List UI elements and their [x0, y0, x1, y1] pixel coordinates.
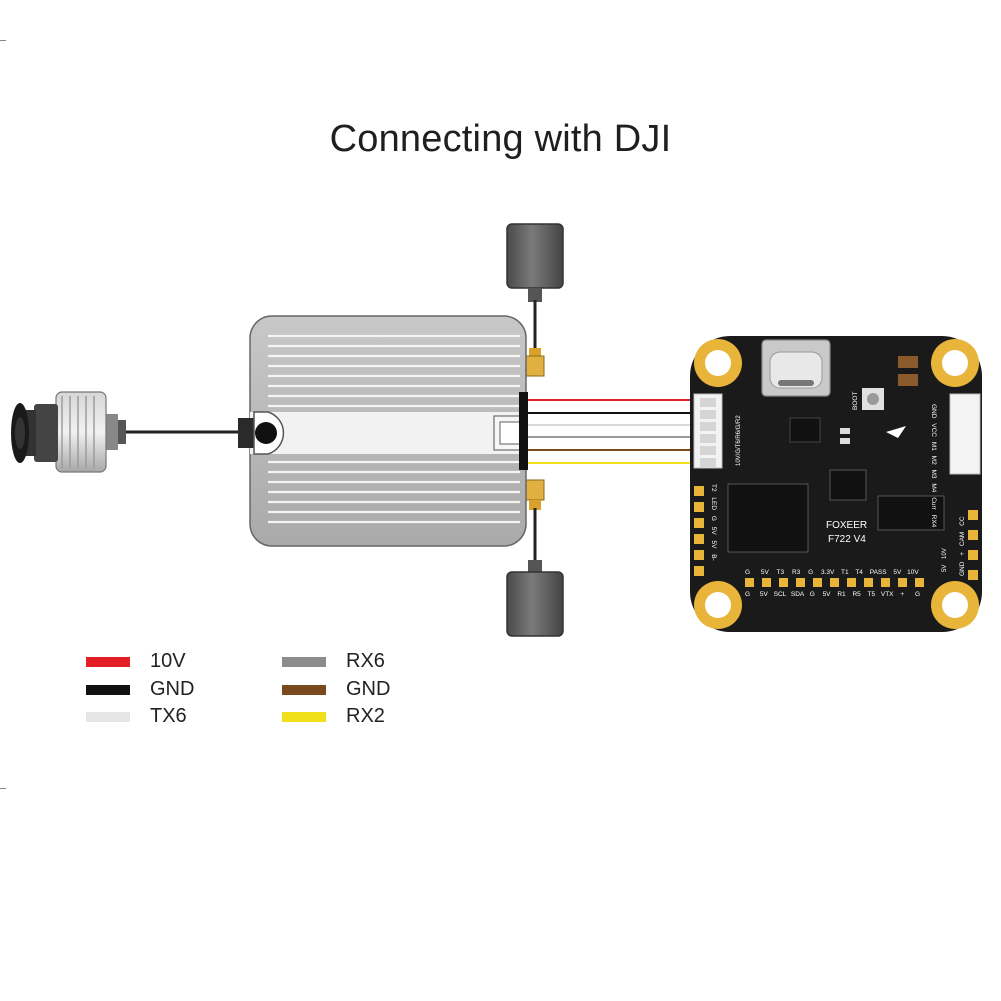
legend-label: GND — [346, 678, 391, 700]
edge-tick-bottom — [0, 788, 6, 789]
wire-harness — [528, 399, 700, 464]
top-row-labels: G 5V T3 R3 G 3.3V T1 T4 PASS 5V 10V — [745, 569, 919, 576]
board-model: F722 V4 — [828, 534, 866, 545]
left-pin-labels: T2 LED G 5V 5V B- — [710, 484, 717, 561]
legend-swatch — [86, 685, 130, 695]
legend-swatch — [282, 685, 326, 695]
air-unit — [238, 315, 528, 547]
legend-label: 10V — [150, 650, 186, 672]
boot-label: BOOT — [852, 392, 859, 410]
legend-swatch — [282, 712, 326, 722]
legend-swatch — [282, 657, 326, 667]
bottom-antenna — [506, 479, 564, 637]
right-pin-labels: GND VCC M1 M2 M3 M4 Curr RX4 — [930, 404, 937, 528]
connector-label: 10V/G/T6/R6/G/R2 — [736, 415, 742, 466]
legend-label: TX6 — [150, 705, 187, 727]
bottom-row-labels: G 5V SCL SDA G 5V R1 R5 T5 VTX + G — [745, 591, 920, 598]
mounting-holes — [694, 339, 979, 629]
flight-controller: BOOT FOXEER F722 V4 10V/G/T6/R6/G/R2 G — [690, 336, 982, 632]
page-title: Connecting with DJI — [329, 118, 672, 160]
legend-label: RX6 — [346, 650, 385, 672]
legend-swatch — [86, 712, 130, 722]
board-brand: FOXEER — [826, 520, 867, 531]
fpv-camera — [11, 391, 238, 473]
side-power-labels: 5V 10V — [942, 548, 948, 572]
legend-swatch — [86, 657, 130, 667]
legend-label: GND — [150, 678, 195, 700]
legend-label: RX2 — [346, 705, 385, 727]
side-pin-labels: GND + CAM CC — [959, 516, 966, 576]
top-antenna — [506, 223, 564, 377]
edge-tick-top — [0, 40, 6, 41]
